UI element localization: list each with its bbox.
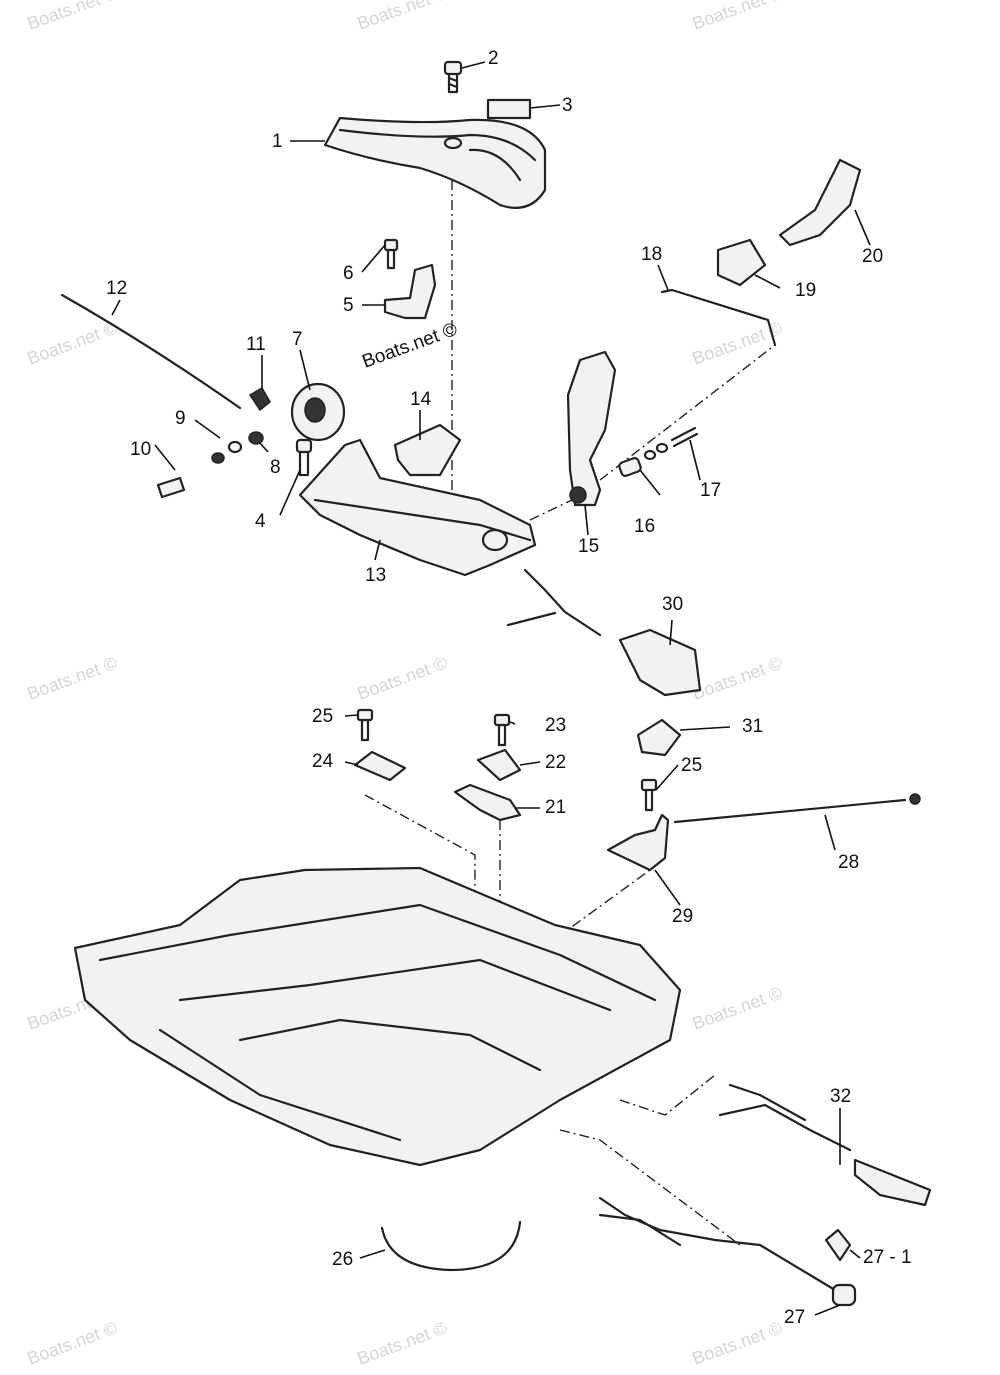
part-13-tray bbox=[298, 438, 537, 577]
callout-26: 26 bbox=[332, 1249, 353, 1270]
watermark: Boats.net © bbox=[690, 318, 785, 369]
part-10-bolt bbox=[156, 431, 264, 499]
watermark: Boats.net © bbox=[690, 983, 785, 1034]
part-21-bracket bbox=[453, 783, 522, 822]
watermark: Boats.net © bbox=[690, 1318, 785, 1369]
lower-cowling bbox=[73, 866, 682, 1167]
callout-18: 18 bbox=[641, 244, 662, 265]
callout-19: 19 bbox=[795, 280, 816, 301]
watermark: Boats.net © bbox=[25, 1318, 120, 1369]
callout-17: 17 bbox=[700, 480, 721, 501]
leader-lines bbox=[111, 61, 871, 1316]
callout-14: 14 bbox=[410, 389, 432, 410]
part-2-bolt bbox=[443, 60, 463, 94]
part-29-bracket bbox=[606, 813, 670, 872]
watermark: Boats.net © bbox=[25, 318, 120, 369]
part-31-clip bbox=[636, 718, 682, 757]
part-26-strap bbox=[380, 1220, 522, 1272]
callout-32: 32 bbox=[830, 1086, 851, 1107]
part-3-pad bbox=[486, 98, 532, 120]
part-15-handle bbox=[566, 350, 617, 507]
callout-4: 4 bbox=[255, 511, 266, 532]
part-16-bushing bbox=[618, 457, 642, 477]
callout-27: 27 bbox=[784, 1307, 805, 1328]
part-22-plate bbox=[476, 748, 522, 782]
watermark: Boats.net © bbox=[690, 653, 785, 704]
watermark: Boats.net © bbox=[355, 653, 450, 704]
part-30-harness bbox=[506, 568, 702, 697]
part-27-cord bbox=[598, 1196, 857, 1307]
callout-6: 6 bbox=[343, 263, 354, 284]
watermark: Boats.net © bbox=[25, 0, 120, 34]
callout-15: 15 bbox=[578, 536, 599, 557]
callout-21: 21 bbox=[545, 797, 566, 818]
part-28-cable bbox=[673, 793, 921, 824]
part-11-clip bbox=[248, 386, 271, 412]
callout-8: 8 bbox=[270, 457, 281, 478]
watermark: Boats.net © bbox=[355, 0, 450, 34]
watermark: Boats.net © bbox=[25, 653, 120, 704]
callout-28: 28 bbox=[838, 852, 859, 873]
callout-20: 20 bbox=[862, 246, 883, 267]
part-24-bracket bbox=[353, 750, 407, 782]
brand-label: Boats.net © bbox=[360, 319, 461, 373]
callout-29: 29 bbox=[672, 906, 693, 927]
part-25b-bolt bbox=[640, 778, 658, 812]
callout-3: 3 bbox=[562, 95, 573, 116]
callout-1: 1 bbox=[272, 131, 283, 152]
watermark: Boats.net © bbox=[690, 0, 785, 34]
callout-25-right: 25 bbox=[681, 755, 702, 776]
part-12-rod bbox=[60, 293, 242, 410]
callout-31: 31 bbox=[742, 716, 763, 737]
part-19-cap bbox=[716, 238, 767, 287]
callout-11: 11 bbox=[246, 334, 266, 355]
part-7-cam bbox=[290, 382, 346, 442]
callout-30: 30 bbox=[662, 594, 683, 615]
callout-9: 9 bbox=[175, 408, 186, 429]
callout-13: 13 bbox=[365, 565, 386, 586]
callout-7: 7 bbox=[292, 329, 303, 350]
callout-5: 5 bbox=[343, 295, 354, 316]
part-25-bolt bbox=[356, 708, 374, 742]
callout-23: 23 bbox=[545, 715, 566, 736]
part-20-switch bbox=[778, 158, 862, 247]
part-4-bolt bbox=[295, 438, 313, 477]
callout-24: 24 bbox=[312, 751, 334, 772]
part-27-1-plug bbox=[824, 1228, 852, 1262]
part-23-bolt bbox=[493, 713, 511, 747]
callout-16: 16 bbox=[634, 516, 655, 537]
watermark: Boats.net © bbox=[355, 1318, 450, 1369]
callout-25-top: 25 bbox=[312, 706, 333, 727]
part-1-cover-plate bbox=[323, 116, 547, 209]
callouts: 1 2 3 4 5 6 7 8 9 10 11 12 13 14 15 16 1… bbox=[106, 48, 912, 1328]
part-32-harness bbox=[718, 1083, 932, 1207]
callout-10: 10 bbox=[130, 439, 151, 460]
callout-22: 22 bbox=[545, 752, 566, 773]
part-18-rod bbox=[660, 288, 777, 347]
callout-12: 12 bbox=[106, 278, 127, 299]
part-14-cover bbox=[393, 423, 462, 477]
callout-2: 2 bbox=[488, 48, 499, 69]
part-5-bracket bbox=[383, 238, 437, 320]
part-17-bolt bbox=[643, 426, 699, 461]
callout-27-1: 27 - 1 bbox=[863, 1247, 912, 1268]
